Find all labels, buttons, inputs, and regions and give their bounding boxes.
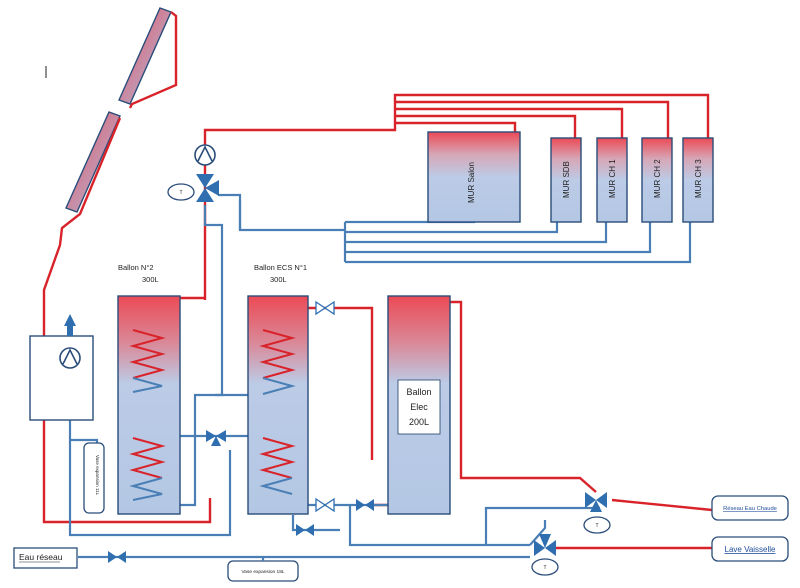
pump-enclosure [29,335,94,421]
ballon-elec-line2: Elec [410,402,428,412]
three-way-valve-icon [196,174,219,202]
wall-salon: MUR Salon [427,131,521,223]
wall-sdb: MUR SDB [550,137,582,223]
valve-icon [356,499,374,511]
tank-ballon-2 [117,295,181,515]
reseau-eau-chaude-label: Réseau Eau Chaude [723,506,777,512]
expansion-vase-vertical-label: Vase expansion 11L [95,455,100,496]
thermostat [531,558,559,576]
wall-ch2: MUR CH 2 [641,137,673,223]
eau-reseau-box: Eau réseau [13,547,78,569]
pump-icon [194,144,216,166]
eau-reseau-label: Eau réseau [19,552,63,562]
ballon-ecs-1-title: Ballon ECS N°1 [254,263,307,272]
three-way-valve-icon [585,492,607,512]
valve-icon [315,300,335,316]
lave-vaisselle-label: Lave Vaisselle [725,545,777,554]
wall-ch1: MUR CH 1 [596,137,628,223]
valve-icon [315,497,335,513]
wall-ch3: MUR CH 3 [682,137,714,223]
valve-icon [108,551,126,563]
ballon-2-capacity: 300L [142,275,159,284]
ballon-elec-line1: Ballon [406,387,431,397]
valve-icon [296,524,314,536]
expansion-vase-horizontal-label: Vase expansion 18L [241,569,284,575]
wall-ch3-label: MUR CH 3 [694,159,703,198]
ballon-2-title: Ballon N°2 [118,263,154,272]
wall-ch2-label: MUR CH 2 [653,159,662,198]
three-way-valve-icon [534,534,556,556]
ballon-elec-line3: 200L [409,417,429,427]
reseau-eau-chaude-box: Réseau Eau Chaude [711,495,789,521]
thermostat [583,516,611,534]
expansion-vase-vertical: Vase expansion 11L [83,442,105,514]
thermostat-label: T [595,523,598,529]
wall-sdb-label: MUR SDB [562,161,571,198]
wall-ch1-label: MUR CH 1 [608,159,617,198]
lave-vaisselle-box: Lave Vaisselle [711,536,789,562]
solar-panel-lower [65,111,121,213]
pump-icon [59,347,81,369]
arrow-up-icon [64,314,76,326]
ballon-ecs-1-capacity: 300L [270,275,287,284]
thermostat [167,183,195,201]
thermostat-label: T [543,565,546,571]
expansion-vase-horizontal: Vase expansion 18L [227,560,299,582]
wall-salon-label: MUR Salon [467,162,476,203]
tank-ballon-ecs-1 [247,295,309,515]
tank-ballon-elec [387,295,451,515]
three-way-valve-icon [206,430,226,446]
thermostat-label: T [179,190,182,196]
